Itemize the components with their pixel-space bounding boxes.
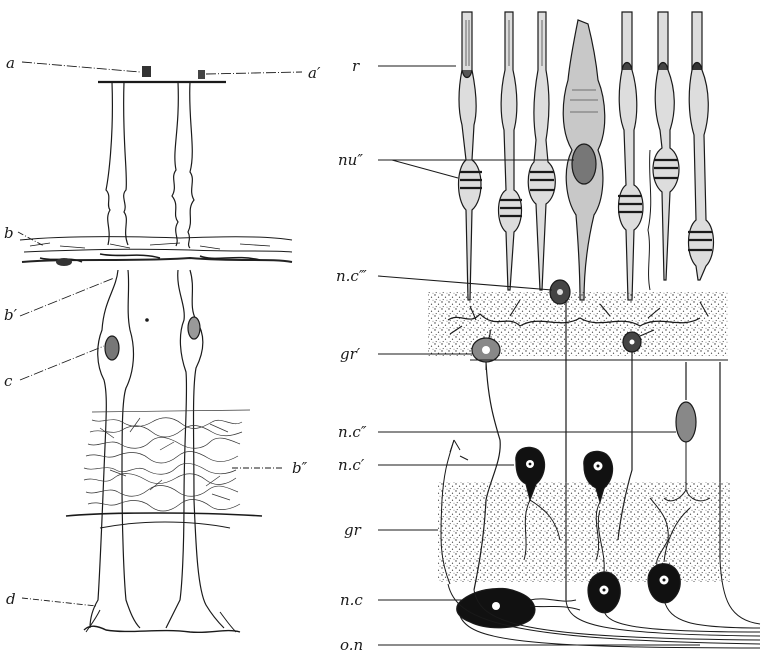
label-a-prime: a′ — [308, 66, 320, 81]
label-a: a — [6, 56, 15, 71]
rod-2 — [499, 12, 523, 290]
nucleus-c-2 — [188, 317, 200, 339]
rod-1 — [459, 12, 483, 300]
ganglion-cell-2 — [588, 572, 620, 613]
layer-b-band — [20, 237, 292, 240]
rod-3 — [528, 12, 555, 290]
label-nu: nu″ — [338, 153, 363, 168]
ganglion-cell-3 — [648, 564, 680, 603]
fibre-left-lower — [90, 270, 118, 628]
label-b: b — [4, 226, 14, 241]
nucleus-c — [105, 336, 119, 360]
label-gr-prime: gr′ — [340, 347, 360, 362]
fibre-left-upper — [106, 82, 112, 245]
layer-b-double-prime — [84, 410, 250, 511]
label-b-double-prime: b″ — [292, 461, 307, 476]
rod-4 — [618, 12, 643, 300]
label-d: d — [6, 592, 16, 607]
granule-a-prime — [198, 70, 205, 79]
fibre-right-lower — [166, 270, 187, 628]
fibre-right-upper — [172, 82, 178, 246]
label-nc: n.c — [340, 593, 363, 608]
label-gr: gr — [344, 523, 361, 538]
base-d — [84, 626, 240, 632]
rod-5 — [653, 12, 679, 280]
granule-a — [142, 66, 151, 77]
label-nc3: n.c‴ — [336, 269, 367, 284]
left-panel — [20, 66, 292, 632]
label-on: o.n — [340, 638, 363, 653]
inner-plexiform-layer — [438, 482, 730, 582]
label-nc2: n.c″ — [338, 425, 366, 440]
small-nucleus — [56, 258, 72, 266]
bipolar-cell-nc2 — [676, 402, 696, 442]
label-b-prime: b′ — [4, 308, 17, 323]
right-panel — [428, 12, 760, 648]
label-nc1: n.c′ — [338, 458, 364, 473]
label-c: c — [4, 374, 12, 389]
label-r: r — [352, 59, 359, 74]
rod-6 — [688, 12, 714, 280]
